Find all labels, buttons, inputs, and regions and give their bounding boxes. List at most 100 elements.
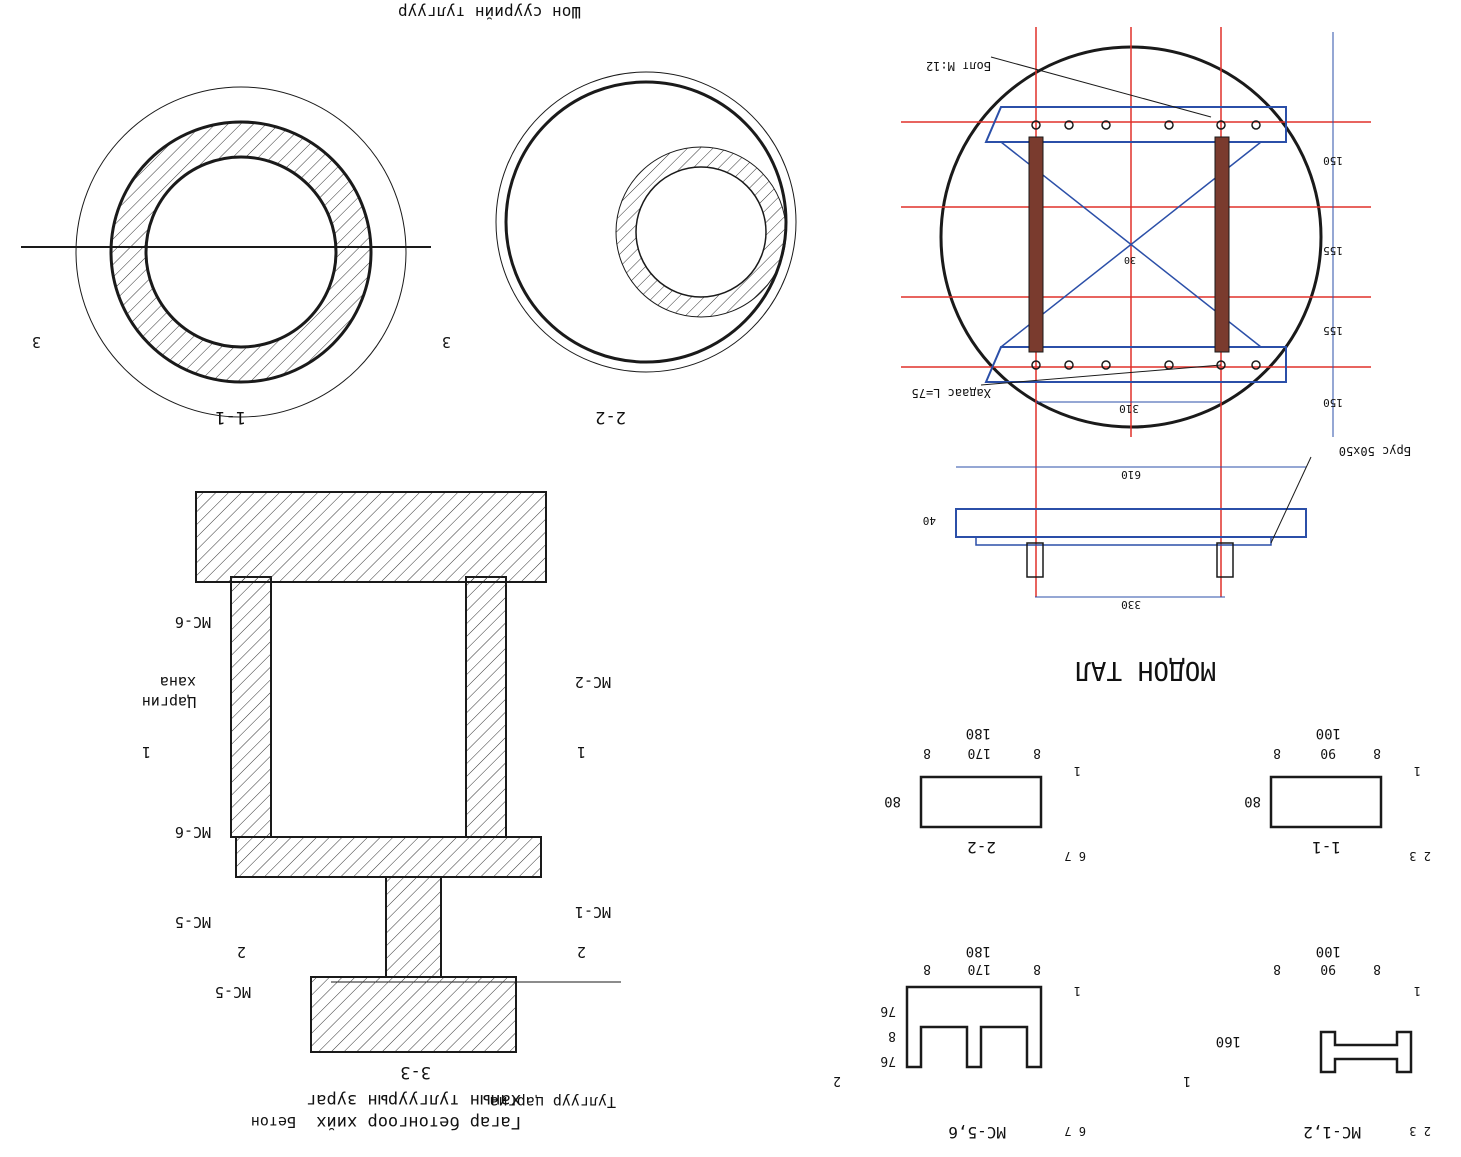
s11-title: 1-1: [1312, 838, 1341, 857]
s11-dim-total: 100: [1316, 725, 1341, 741]
mc56-sect-mark: 2: [833, 1073, 841, 1088]
s11-dim-height: 80: [1244, 793, 1261, 809]
board-bottom: [984, 106, 1287, 143]
section-1-1: 1-1 100 8 90 8 80 1 2 3: [1244, 725, 1431, 863]
mc56-marker: 1: [1074, 984, 1081, 998]
section-3-3-title: 3-3: [400, 1062, 431, 1082]
bolt-leader: [990, 56, 1212, 118]
label-mc6b: МС-6: [175, 613, 211, 631]
mark-2-left: 2: [577, 943, 586, 961]
mark-2-right: 2: [237, 943, 246, 961]
mc12-dim-right: 8: [1273, 961, 1281, 976]
dim-155-a: 155: [1323, 324, 1343, 337]
mc12-markers-lower: 2 3: [1409, 1124, 1431, 1138]
bolt-label: Болт М:12: [926, 59, 991, 73]
concrete-column: Гагар бетонгоор хийх ханын тулгуурын зур…: [21, 3, 797, 1132]
mc56-dim-h-b: 8: [888, 1028, 896, 1043]
section-1-1-outer: [75, 86, 407, 418]
s22-dim-mid: 170: [968, 745, 991, 760]
s11-dim-mid: 90: [1320, 745, 1336, 760]
section-1-1-inner: [144, 155, 338, 349]
nail-leader: [980, 364, 1222, 386]
s22-dim-total: 180: [966, 725, 991, 741]
brus-leader: [1270, 456, 1312, 544]
mc12-title: МС-1,2: [1303, 1123, 1361, 1142]
mc12-dim-mid: 90: [1320, 961, 1336, 976]
dim-330: 330: [1121, 598, 1141, 611]
dim-150-top: 150: [1323, 396, 1343, 409]
label-mc5a: МС-5: [215, 983, 251, 1001]
section-mc12: МС-1,2 100 8 90 8 160 1 2 3 1: [1183, 943, 1431, 1142]
elev-post-right: [1026, 542, 1044, 578]
mc56-dim-total: 180: [966, 943, 991, 959]
mc12-dim-total: 100: [1316, 943, 1341, 959]
nail-label: Хадаас L=75: [912, 386, 991, 400]
section-2-2-title: 2-2: [595, 407, 626, 427]
column-base: [310, 976, 517, 1053]
mc12-shape: [1319, 1030, 1413, 1074]
dim-155-b: 155: [1323, 244, 1343, 257]
section-2-2-inner: [635, 166, 767, 298]
mc12-dim-left: 8: [1373, 961, 1381, 976]
mc56-shape: [905, 985, 1043, 1069]
s11-shape: [1269, 775, 1383, 829]
dim-150-bottom: 150: [1323, 154, 1343, 167]
s11-marker: 1: [1414, 764, 1421, 778]
mc56-title: МС-5,6: [948, 1123, 1006, 1142]
dim-diagonal: 30: [1124, 254, 1136, 265]
mark-1-left: 1: [577, 743, 586, 761]
cap: [195, 491, 547, 583]
wooden-elevation: 610 40 330 Брус 50х50: [923, 444, 1411, 611]
mc12-dim-height: 160: [1216, 1033, 1241, 1049]
column-lower: [385, 876, 442, 978]
s22-marker: 1: [1074, 764, 1081, 778]
elevation-plank: [955, 508, 1307, 538]
section-2-2: 2-2 180 8 170 8 80 1 6 7: [884, 725, 1086, 863]
mc12-marker: 1: [1414, 984, 1421, 998]
s11-markers-lower: 2 3: [1409, 849, 1431, 863]
label-mc6a: МС-6: [175, 823, 211, 841]
wooden-plan: 150 155 155 150 310 30 Болт М:12 Хадаас …: [901, 27, 1371, 597]
label-mc2: МС-2: [575, 673, 611, 691]
label-beton: Бетон: [251, 1113, 296, 1131]
main-title-2: ханын тулгуурын зураг: [306, 1090, 521, 1110]
mc56-markers-lower: 6 7: [1064, 1124, 1086, 1138]
label-mc5b: МС-5: [175, 913, 211, 931]
post-right: [1028, 136, 1044, 353]
post-left: [1214, 136, 1230, 353]
column-mid: [235, 836, 542, 878]
mark-1-right: 1: [142, 743, 151, 761]
s11-dim-left: 8: [1373, 745, 1381, 760]
mc56-dim-right: 8: [923, 961, 931, 976]
s22-dim-left: 8: [1033, 745, 1041, 760]
bottom-caption: Шон суурийн тулгуур: [398, 3, 581, 22]
dim-310: 310: [1119, 402, 1139, 415]
rotated-drawing-group: 150 155 155 150 310 30 Болт М:12 Хадаас …: [21, 3, 1431, 1142]
label-tsargin-2: хана: [160, 673, 196, 691]
section-mc56: МС-5,6 180 8 170 8 76 8 76 1 6 7 2: [833, 943, 1086, 1142]
section-2-2-outer: [495, 71, 797, 373]
mark-3-right: 3: [32, 333, 41, 351]
bolt-holes: [1031, 120, 1261, 370]
wall-left: [465, 576, 507, 838]
s22-title: 2-2: [967, 838, 996, 857]
s11-dim-right: 8: [1273, 745, 1281, 760]
elev-post-left: [1216, 542, 1234, 578]
label-mc1: МС-1: [575, 903, 611, 921]
section-2-2-ring: [504, 80, 788, 364]
label-tsargin-1: Царгин: [142, 693, 196, 711]
s22-shape: [919, 775, 1043, 829]
mark-3-left: 3: [442, 333, 451, 351]
label-tulgur: Тулгуур царгиа: [490, 1093, 616, 1111]
dim-40: 40: [923, 514, 936, 527]
elevation-brus: [975, 536, 1272, 546]
mc56-dim-mid: 170: [968, 961, 991, 976]
wall-right: [230, 576, 272, 838]
dim-610: 610: [1121, 468, 1141, 481]
mc56-dim-left: 8: [1033, 961, 1041, 976]
s22-markers-lower: 6 7: [1064, 849, 1086, 863]
brus-label: Брус 50х50: [1339, 444, 1411, 458]
mc56-dim-h-c: 76: [880, 1003, 896, 1018]
